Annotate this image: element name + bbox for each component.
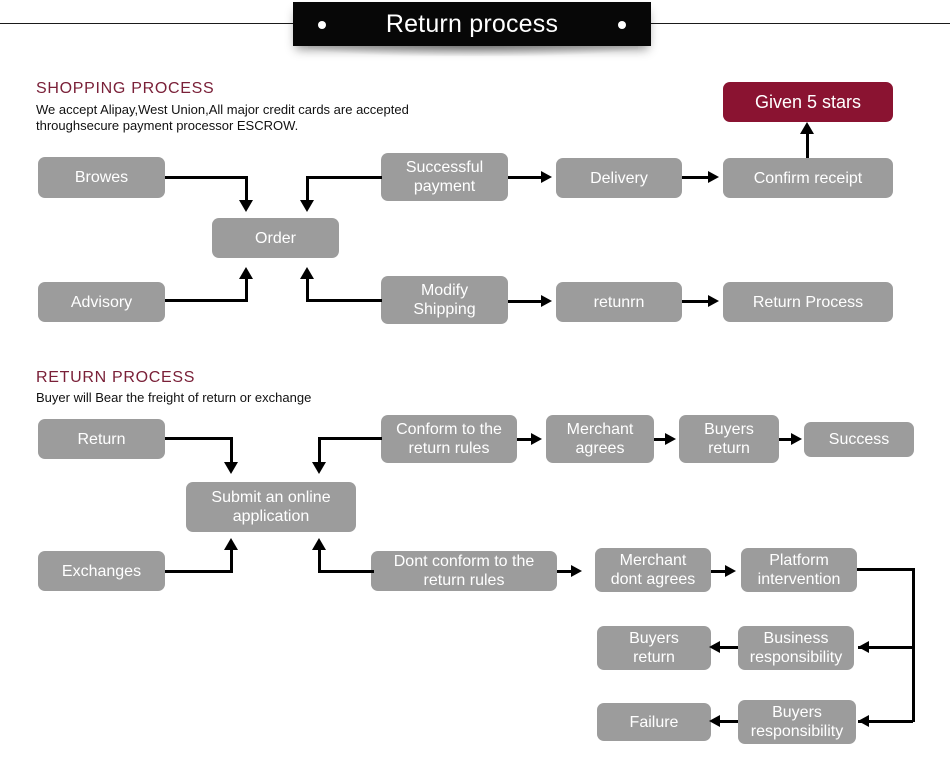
connector-business-buyersreturn-line (715, 646, 738, 649)
connector-modify-retunrn-line (508, 300, 543, 303)
connector-browes-arrow-icon (239, 200, 253, 212)
connector-platform-bus-v (912, 568, 915, 722)
node-submit-online-application[interactable]: Submit an online application (186, 482, 356, 532)
connector-bus-business-line (858, 646, 913, 649)
node-failure[interactable]: Failure (597, 703, 711, 741)
connector-payment-delivery-arrow-icon (541, 171, 552, 183)
node-success[interactable]: Success (804, 422, 914, 457)
node-dont-conform-to-return-rules[interactable]: Dont conform to the return rules (371, 551, 557, 591)
node-buyers-return-mid[interactable]: Buyers return (597, 626, 711, 670)
connector-merchant-buyers-line (654, 438, 667, 441)
page-title: Return process (385, 10, 559, 38)
page-header-banner: Return process (0, 0, 950, 62)
header-rule-right (648, 23, 950, 24)
connector-platform-bus-h (857, 568, 915, 571)
connector-payment-delivery-line (508, 176, 543, 179)
connector-dontconform-v (318, 549, 321, 572)
connector-delivery-confirm-line (682, 176, 710, 179)
connector-conform-v (318, 437, 321, 464)
connector-browes-v (245, 176, 248, 202)
connector-return-arrow-icon (224, 462, 238, 474)
connector-confirm-to-stars-arrow-icon (800, 122, 814, 134)
connector-buyers-success-arrow-icon (791, 433, 802, 445)
connector-confirm-to-stars-line (806, 134, 809, 158)
connector-dontconform-merchantdont-line (557, 570, 573, 573)
connector-buyersresp-failure-arrow-icon (709, 715, 720, 727)
connector-conform-merchant-arrow-icon (531, 433, 542, 445)
connector-conform-arrow-icon (312, 462, 326, 474)
bullet-dot-left-icon (318, 21, 326, 29)
node-return[interactable]: Return (38, 419, 165, 459)
node-order[interactable]: Order (212, 218, 339, 258)
connector-bus-buyersresp-arrow-icon (858, 715, 869, 727)
shopping-process-heading: SHOPPING PROCESS (36, 80, 215, 97)
node-successful-payment[interactable]: Successful payment (381, 153, 508, 201)
node-exchanges[interactable]: Exchanges (38, 551, 165, 591)
connector-return-v (230, 437, 233, 464)
node-merchant-agrees[interactable]: Merchant agrees (546, 415, 654, 463)
connector-buyersresp-failure-line (715, 720, 738, 723)
connector-browes-h (165, 176, 248, 179)
connector-exchanges-v (230, 549, 233, 572)
node-confirm-receipt[interactable]: Confirm receipt (723, 158, 893, 198)
return-process-description: Buyer will Bear the freight of return or… (36, 390, 312, 405)
connector-dontconform-arrow-icon (312, 538, 326, 550)
connector-advisory-h (165, 299, 248, 302)
node-modify-shipping[interactable]: Modify Shipping (381, 276, 508, 324)
connector-merchant-buyers-arrow-icon (665, 433, 676, 445)
connector-modify-h (306, 299, 382, 302)
connector-retunrn-returnprocess-arrow-icon (708, 295, 719, 307)
node-conform-to-return-rules[interactable]: Conform to the return rules (381, 415, 517, 463)
return-process-heading: RETURN PROCESS (36, 369, 196, 386)
connector-advisory-arrow-icon (239, 267, 253, 279)
node-merchant-dont-agrees[interactable]: Merchant dont agrees (595, 548, 711, 592)
connector-conform-merchant-line (517, 438, 533, 441)
banner-plate: Return process (293, 2, 651, 46)
connector-merchantdont-platform-arrow-icon (725, 565, 736, 577)
connector-bus-business-arrow-icon (858, 641, 869, 653)
node-return-process[interactable]: Return Process (723, 282, 893, 322)
connector-merchantdont-platform-line (711, 570, 727, 573)
connector-payment-arrow-icon (300, 200, 314, 212)
connector-delivery-confirm-arrow-icon (708, 171, 719, 183)
connector-retunrn-returnprocess-line (682, 300, 710, 303)
node-advisory[interactable]: Advisory (38, 282, 165, 322)
connector-modify-retunrn-arrow-icon (541, 295, 552, 307)
node-buyers-responsibility[interactable]: Buyers responsibility (738, 700, 856, 744)
header-rule-left (0, 23, 300, 24)
connector-exchanges-arrow-icon (224, 538, 238, 550)
connector-advisory-v (245, 278, 248, 301)
banner-drop-shadow (308, 45, 638, 56)
connector-exchanges-h (165, 570, 233, 573)
node-given-5-stars[interactable]: Given 5 stars (723, 82, 893, 122)
node-buyers-return-top[interactable]: Buyers return (679, 415, 779, 463)
connector-dontconform-h (318, 570, 374, 573)
node-business-responsibility[interactable]: Business responsibility (738, 626, 854, 670)
connector-bus-buyersresp-line (858, 720, 913, 723)
node-platform-intervention[interactable]: Platform intervention (741, 548, 857, 592)
connector-business-buyersreturn-arrow-icon (709, 641, 720, 653)
node-delivery[interactable]: Delivery (556, 158, 682, 198)
node-browes[interactable]: Browes (38, 157, 165, 198)
connector-payment-v (306, 176, 309, 202)
connector-return-h (165, 437, 233, 440)
connector-buyers-success-line (779, 438, 793, 441)
bullet-dot-right-icon (618, 21, 626, 29)
shopping-process-description: We accept Alipay,West Union,All major cr… (36, 102, 409, 133)
connector-dontconform-merchantdont-arrow-icon (571, 565, 582, 577)
connector-payment-h (306, 176, 382, 179)
node-retunrn[interactable]: retunrn (556, 282, 682, 322)
connector-conform-h (318, 437, 382, 440)
connector-modify-v (306, 278, 309, 301)
connector-modify-arrow-icon (300, 267, 314, 279)
